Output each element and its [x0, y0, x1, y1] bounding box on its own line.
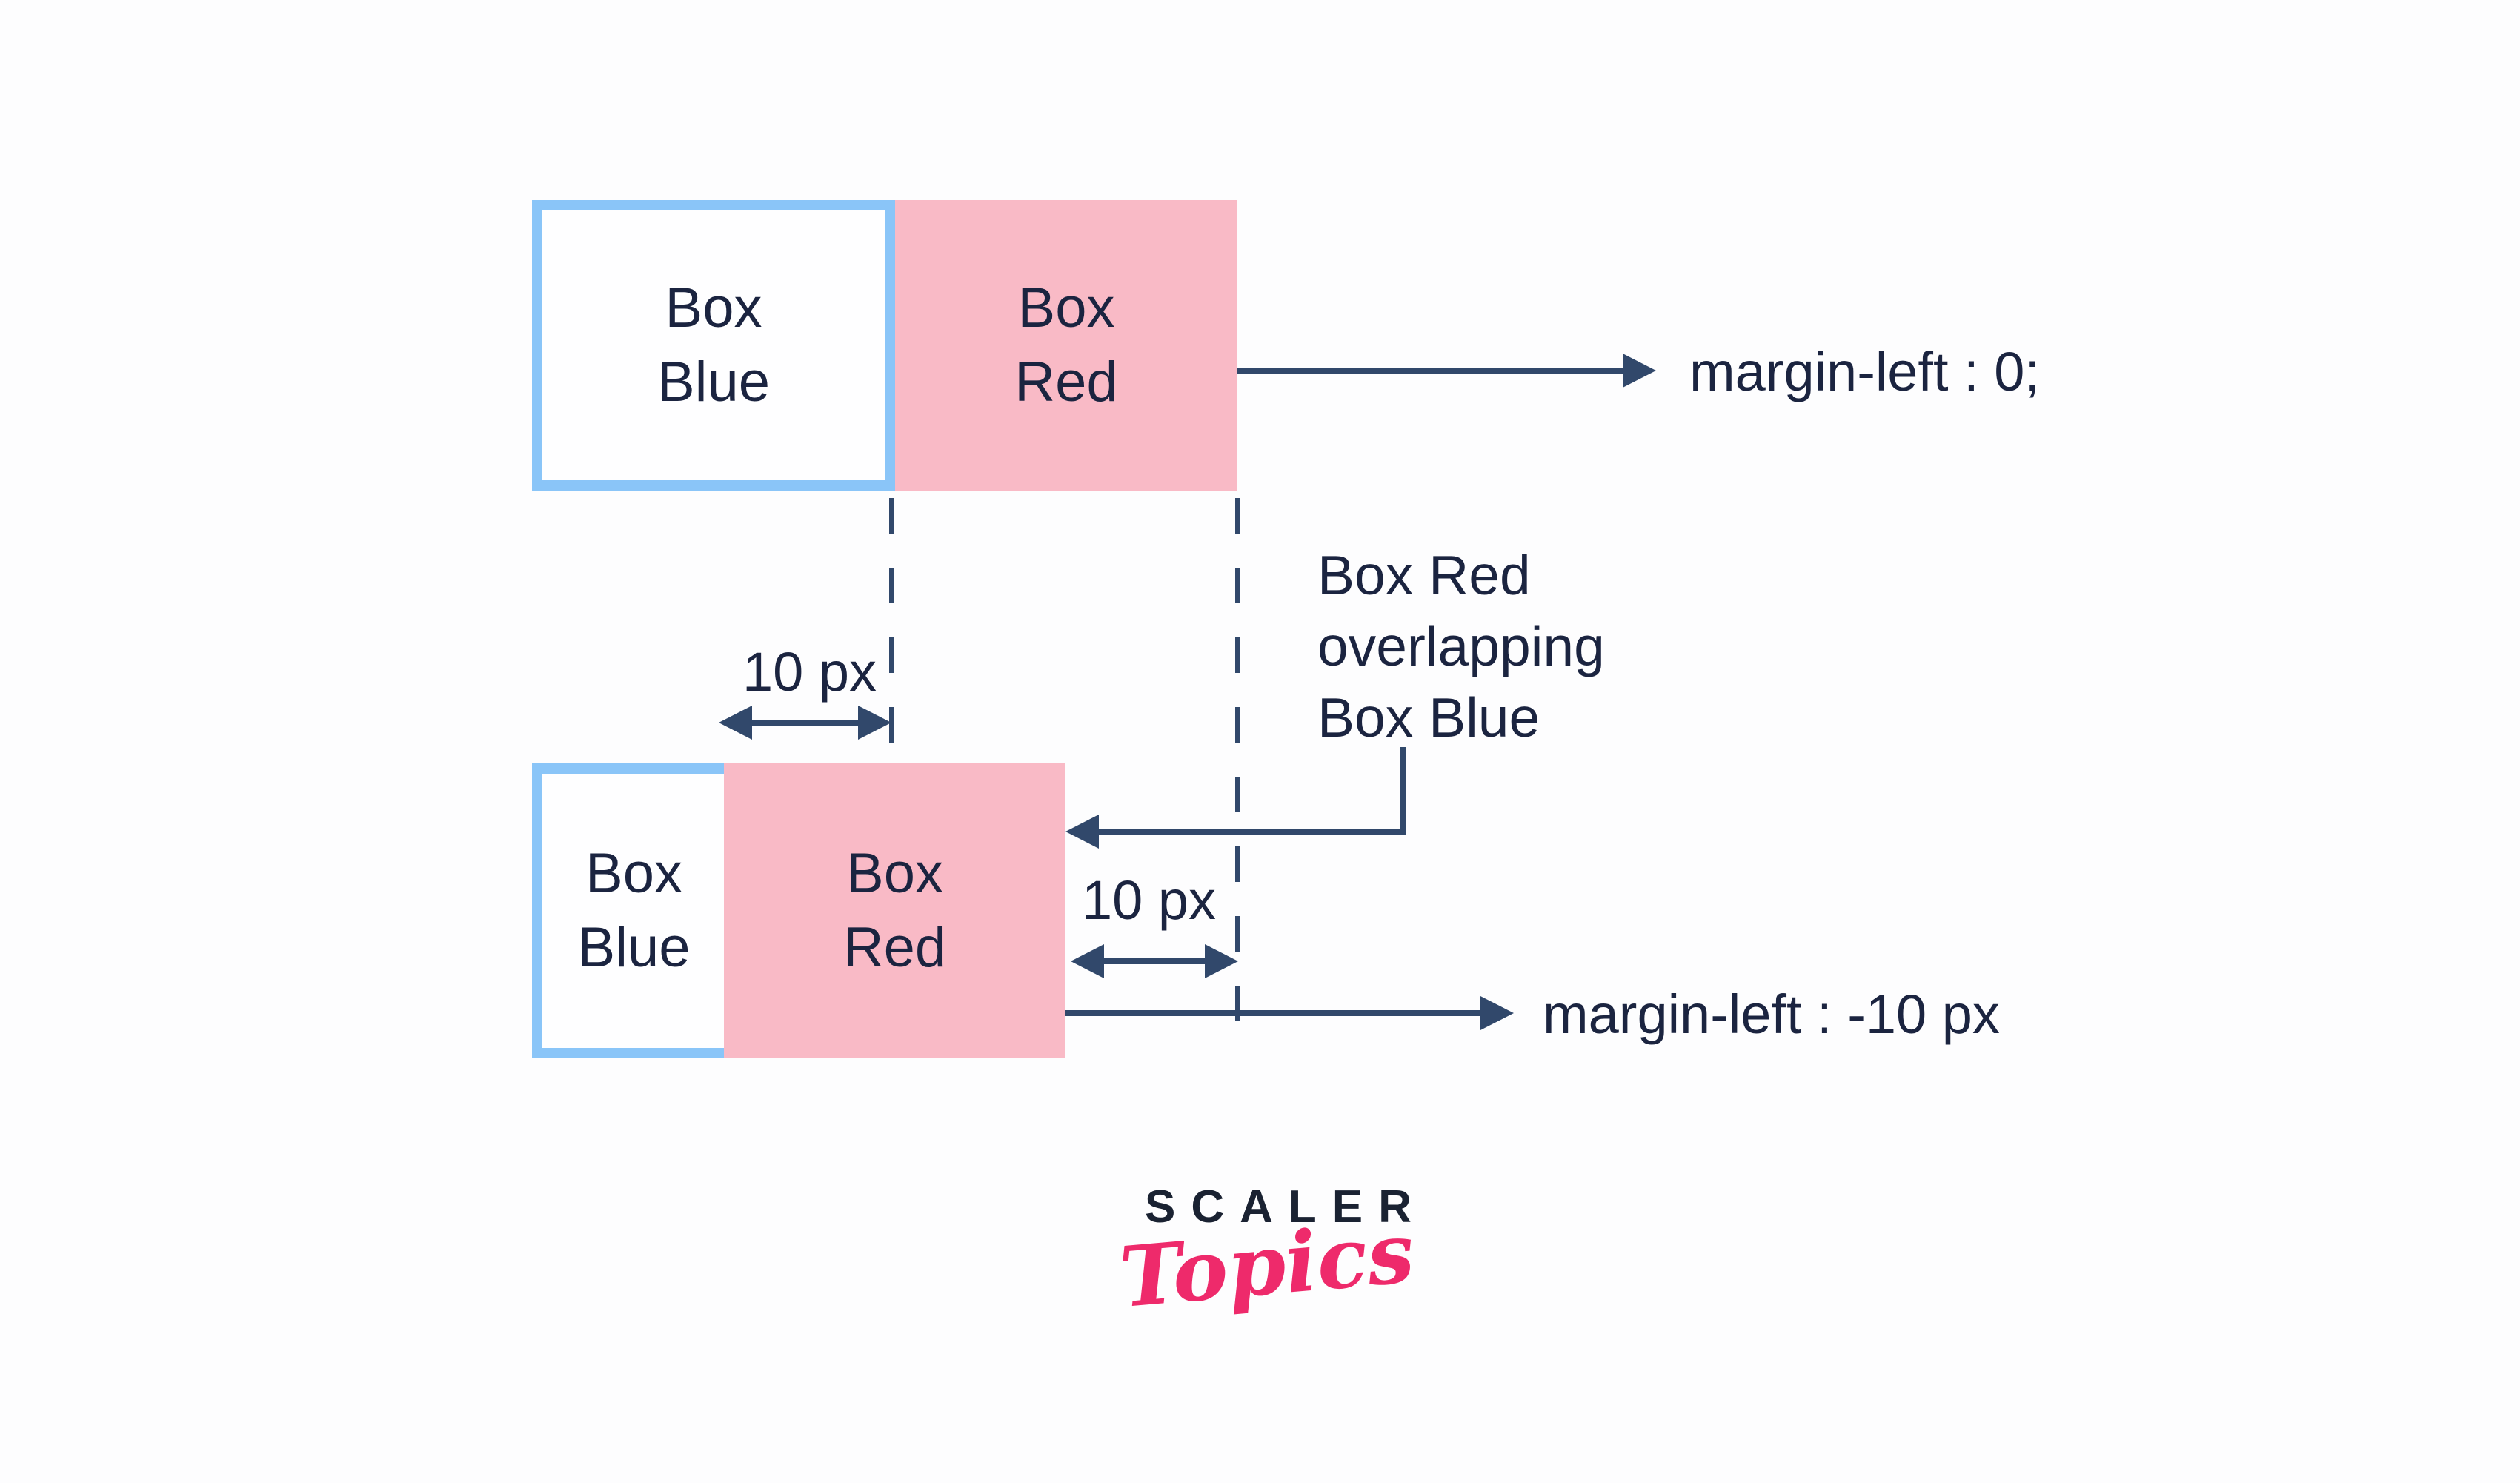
annotation-line1: Box Red [1317, 544, 1531, 606]
arrowhead-left-icon [1065, 815, 1099, 849]
arrow-margin-zero-line [1237, 368, 1624, 374]
dashed-guide-right [1235, 498, 1240, 1049]
box-blue-top-label-line2: Blue [656, 351, 771, 414]
arrowhead-left-icon [1071, 944, 1104, 978]
arrowhead-right-icon [1205, 944, 1238, 978]
box-blue-bottom-label-line1: Box [585, 842, 682, 905]
box-red-bottom-label-line1: Box [846, 842, 943, 905]
dashed-guide-left [889, 498, 894, 763]
logo-brand-text: SCALER [1145, 1181, 1427, 1232]
arrowhead-right-icon [858, 706, 891, 740]
box-blue-top-label-line1: Box [665, 276, 762, 339]
annotation-connector-vline [1400, 747, 1406, 835]
double-arrow-bottom-line [1093, 958, 1216, 964]
box-red-bottom: Box Red [724, 763, 1065, 1058]
double-arrow-top-line [741, 720, 869, 726]
arrow-margin-negative-line [1065, 1010, 1482, 1016]
offset-label-top: 10 px [742, 641, 877, 703]
box-blue-bottom-label: Box Blue [577, 837, 690, 985]
arrowhead-left-icon [719, 706, 752, 740]
annotation-connector-hline [1095, 829, 1406, 835]
margin-zero-label: margin-left : 0; [1689, 341, 2040, 402]
box-red-top-label-line2: Red [1014, 351, 1118, 414]
annotation-overlapping: Box Red overlapping Box Blue [1317, 540, 1605, 753]
box-red-top: Box Red [895, 200, 1237, 491]
annotation-line2: overlapping [1317, 615, 1605, 677]
margin-negative-label: margin-left : -10 px [1543, 983, 2000, 1045]
box-blue-bottom-label-line2: Blue [577, 916, 691, 979]
box-blue-top-label: Box Blue [657, 271, 770, 419]
arrowhead-right-icon [1480, 996, 1514, 1030]
box-red-top-label-line1: Box [1017, 276, 1115, 339]
box-red-bottom-label-line2: Red [842, 916, 947, 979]
annotation-line3: Box Blue [1317, 686, 1540, 749]
offset-label-bottom: 10 px [1081, 869, 1217, 931]
box-red-top-label: Box Red [1014, 271, 1117, 419]
arrowhead-right-icon [1623, 354, 1656, 388]
box-red-bottom-label: Box Red [843, 837, 946, 985]
box-blue-top: Box Blue [532, 200, 895, 491]
